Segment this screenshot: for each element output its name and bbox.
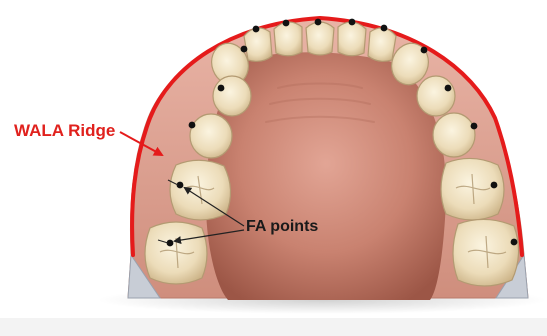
tooth-incisor-4 bbox=[368, 28, 396, 62]
fa-point bbox=[218, 85, 225, 92]
tooth-premolar-1-left bbox=[213, 76, 251, 116]
fa-point bbox=[189, 122, 196, 129]
fa-point bbox=[349, 19, 356, 26]
tooth-incisor-2 bbox=[338, 22, 366, 56]
tooth-premolar-2-left bbox=[190, 114, 232, 158]
fa-point bbox=[511, 239, 518, 246]
tooth-molar-2-left bbox=[145, 222, 207, 284]
fa-points-label: FA points bbox=[246, 218, 318, 236]
tooth-incisor-1 bbox=[306, 22, 334, 55]
fa-point bbox=[315, 19, 322, 26]
wala-ridge-label: WALA Ridge bbox=[14, 121, 115, 141]
fa-point bbox=[445, 85, 452, 92]
fa-point bbox=[283, 20, 290, 27]
bottom-band bbox=[0, 318, 547, 336]
fa-point bbox=[421, 47, 428, 54]
fa-point bbox=[241, 46, 248, 53]
fa-point bbox=[381, 25, 388, 32]
fa-point bbox=[253, 26, 260, 33]
tooth-incisor-5 bbox=[244, 28, 272, 62]
tooth-premolar-1-right bbox=[417, 76, 455, 116]
tooth-premolar-2-right bbox=[433, 113, 475, 157]
fa-point bbox=[471, 123, 478, 130]
tooth-incisor-3 bbox=[274, 22, 302, 56]
tooth-molar-2-right bbox=[453, 219, 519, 286]
fa-point bbox=[491, 182, 498, 189]
